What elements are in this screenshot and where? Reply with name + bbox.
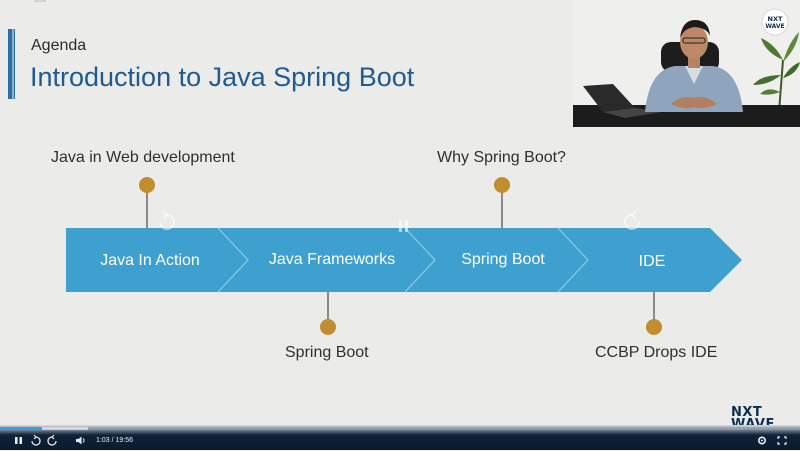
laptop-image xyxy=(583,84,635,112)
progress-track[interactable] xyxy=(0,427,800,430)
stage-separator xyxy=(557,227,589,293)
plant-image xyxy=(753,32,800,126)
pause-icon xyxy=(15,437,22,444)
stage-segment xyxy=(405,228,588,292)
milestone-label-top: Why Spring Boot? xyxy=(437,149,566,166)
channel-logo: NXT WAVE xyxy=(761,8,789,36)
agenda-timeline: Java In Action Java Frameworks Spring Bo… xyxy=(66,177,742,335)
stage-label: Java In Action xyxy=(100,252,200,269)
stage-segment xyxy=(558,228,742,292)
presenter-video: NXT WAVE xyxy=(573,0,800,127)
milestone-label-bottom: CCBP Drops IDE xyxy=(595,344,718,361)
pause-button[interactable] xyxy=(14,434,24,447)
svg-text:NXT: NXT xyxy=(768,15,783,23)
slide-corner-text: slide xyxy=(34,0,47,4)
buffered-bar xyxy=(0,427,88,430)
time-display: 1:03 / 19:56 xyxy=(96,435,133,446)
milestone-dot xyxy=(320,319,336,335)
stage-separator xyxy=(404,227,436,293)
milestone-label-bottom: Spring Boot xyxy=(285,344,369,361)
volume-icon xyxy=(76,436,85,445)
stage-segment xyxy=(66,228,248,292)
stage-label: IDE xyxy=(639,253,666,270)
stage-label: Spring Boot xyxy=(461,251,545,268)
milestone-dot xyxy=(646,319,662,335)
stage-segment xyxy=(218,228,435,292)
forward-button[interactable] xyxy=(47,434,59,447)
title-accent-bar xyxy=(8,29,15,99)
forward-overlay-icon[interactable] xyxy=(624,210,640,230)
stage-label: Java Frameworks xyxy=(269,251,395,268)
time-separator: / xyxy=(111,437,114,444)
pause-overlay-icon[interactable] xyxy=(399,220,408,232)
milestone-dot xyxy=(139,177,155,193)
presenter-image xyxy=(645,20,743,112)
duration: 19:56 xyxy=(115,437,134,444)
svg-text:WAVE: WAVE xyxy=(765,23,784,30)
settings-icon xyxy=(757,436,767,445)
volume-button[interactable] xyxy=(75,434,87,447)
milestone-label-top: Java in Web development xyxy=(51,149,235,166)
section-label: Agenda xyxy=(31,37,87,54)
milestone-dot xyxy=(494,177,510,193)
fullscreen-icon xyxy=(777,436,787,445)
progress-bar[interactable] xyxy=(0,427,43,430)
stage-separator xyxy=(217,227,249,293)
arrow-band xyxy=(66,227,742,293)
rewind-icon xyxy=(31,434,41,446)
rewind-button[interactable] xyxy=(29,434,41,447)
forward-icon xyxy=(47,434,57,446)
replay-overlay-icon[interactable] xyxy=(159,210,175,230)
slide-title: Introduction to Java Spring Boot xyxy=(30,62,415,92)
settings-button[interactable] xyxy=(756,434,768,447)
current-time: 1:03 xyxy=(96,437,110,444)
fullscreen-button[interactable] xyxy=(776,434,788,447)
